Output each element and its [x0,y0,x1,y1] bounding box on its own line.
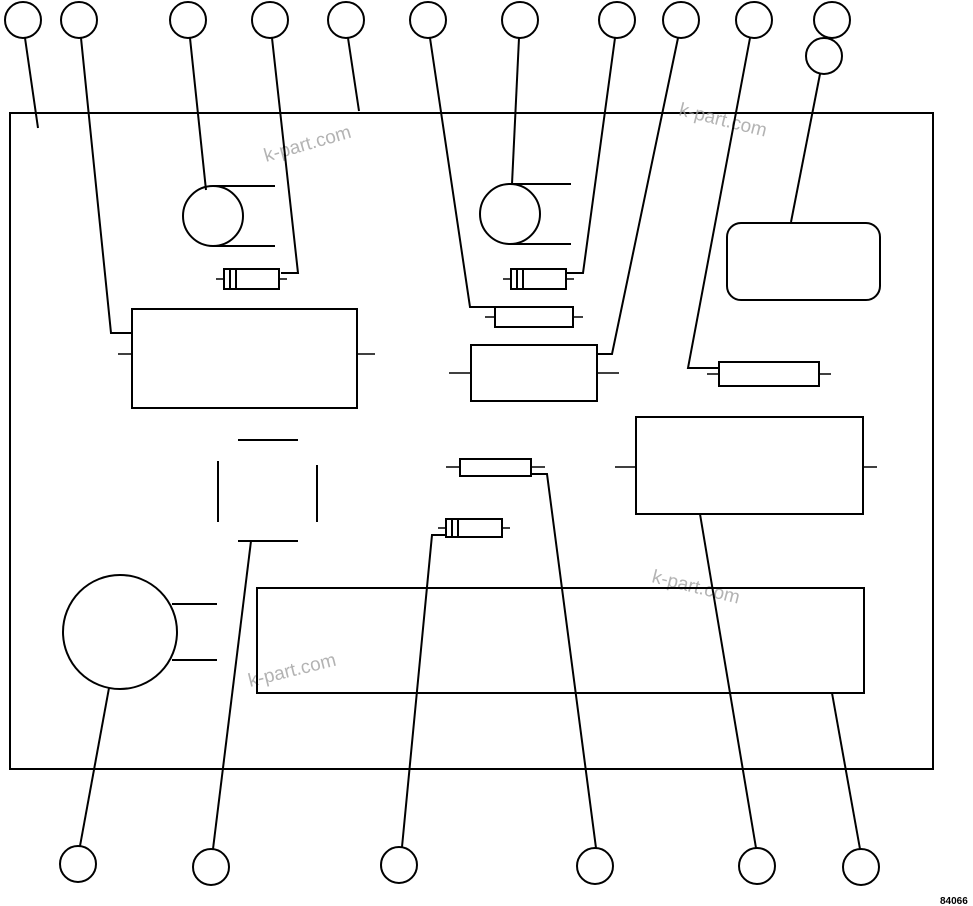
watermark: k-part.com [262,122,354,167]
callout-circle [735,1,773,39]
callout-circle [501,1,539,39]
callout-circle [805,37,843,75]
long-module [256,587,865,694]
resistor-center-middle [446,458,545,477]
callout-circle [251,1,289,39]
watermark: k-part.com [677,99,769,141]
resistor-center-upper [485,306,583,328]
callout-circle [576,847,614,885]
callout-circle [662,1,700,39]
large-capacitor [62,574,217,690]
callout-circles-top [4,1,851,75]
transistor-left [182,185,275,247]
callout-circle [598,1,636,39]
callout-circles-bottom [59,845,880,886]
diode-upper-left [216,268,287,290]
callout-circle [842,848,880,886]
board-outline [9,112,934,770]
power-resistor-left [118,308,375,409]
figure-code: 84066 [940,896,968,906]
callout-circle [60,1,98,39]
callout-circle [813,1,851,39]
callout-circle [380,846,418,884]
leader-lines [24,37,861,850]
power-resistor-right [615,416,877,515]
transistor-center [479,183,571,245]
square-component [217,439,318,542]
power-resistor-center [449,344,619,402]
callout-circle [169,1,207,39]
callout-circle [59,845,97,883]
callout-circle [327,1,365,39]
callout-circle [192,848,230,886]
callout-circle [4,1,42,39]
callout-circle [409,1,447,39]
callout-circle [738,847,776,885]
diode-upper-center [503,268,574,290]
watermark: k-part.com [246,650,338,692]
diode-lower-center [438,518,510,538]
rounded-module [726,222,881,301]
resistor-right [707,361,831,387]
